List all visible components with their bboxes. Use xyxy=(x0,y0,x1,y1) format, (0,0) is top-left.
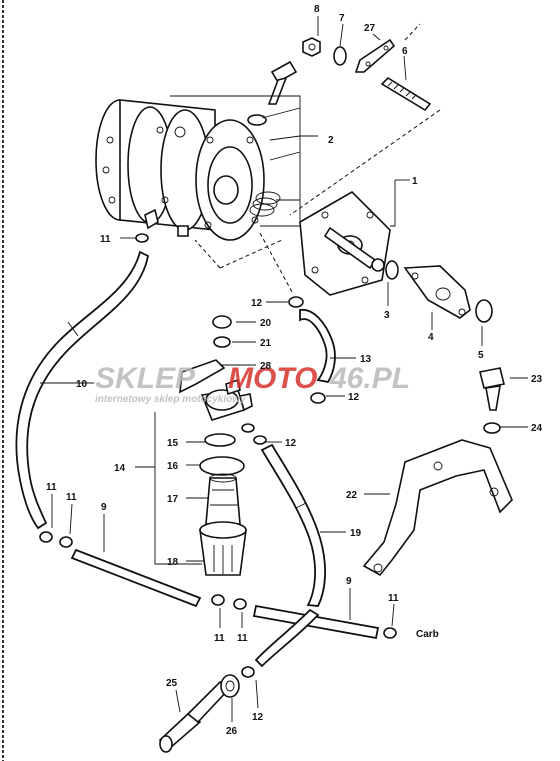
label-part-3: 3 xyxy=(384,310,390,321)
label-part-16: 16 xyxy=(167,461,179,472)
filter-element-17 xyxy=(205,473,241,525)
watermark-brand-right: 46.PL xyxy=(329,362,410,395)
fuel-pump-body xyxy=(95,99,281,241)
label-part-26: 26 xyxy=(226,726,238,737)
label-part-13: 13 xyxy=(360,354,372,365)
label-part-5: 5 xyxy=(478,350,484,361)
watermark-brand-mid: MOTO xyxy=(228,362,317,395)
label-part-11f: 11 xyxy=(388,593,399,604)
label-part-15: 15 xyxy=(167,438,179,449)
watermark-brand-left: SKLEP xyxy=(95,362,196,395)
fuel-hose-19 xyxy=(260,443,326,607)
o-ring-16 xyxy=(199,456,245,476)
label-part-28: 28 xyxy=(260,361,272,372)
label-part-12a: 12 xyxy=(251,298,263,309)
label-part-11d: 11 xyxy=(214,633,225,644)
label-part-12b: 12 xyxy=(348,392,360,403)
fuel-cock xyxy=(200,378,253,421)
bracket-28 xyxy=(179,359,226,394)
dash-6 xyxy=(404,23,421,41)
stud-bolt-6 xyxy=(380,76,432,112)
nut-26 xyxy=(220,674,240,698)
label-part-23: 23 xyxy=(531,374,543,385)
dash-stud xyxy=(289,109,441,216)
label-part-14: 14 xyxy=(114,463,126,474)
label-part-11a: 11 xyxy=(100,234,111,245)
fitting-25 xyxy=(158,680,230,753)
label-part-8: 8 xyxy=(314,4,320,15)
washer-7 xyxy=(333,46,347,66)
label-part-18: 18 xyxy=(167,557,179,568)
label-part-17: 17 xyxy=(167,494,179,505)
label-part-1: 1 xyxy=(412,176,418,187)
gasket-ring xyxy=(247,114,267,126)
label-part-2: 2 xyxy=(328,135,334,146)
label-part-9a: 9 xyxy=(101,502,107,513)
label-part-22: 22 xyxy=(346,490,358,501)
filter-cup-18 xyxy=(199,521,247,576)
label-part-9b: 9 xyxy=(346,576,352,587)
fuel-hose-9b xyxy=(252,604,380,640)
pump-spring xyxy=(249,191,281,217)
watermark: SKLEP MOTO 46.PL internetowy sklep motoc… xyxy=(95,362,410,405)
washer-24 xyxy=(483,422,501,434)
washer-21 xyxy=(213,336,231,348)
dash-clip xyxy=(259,232,293,293)
label-part-6: 6 xyxy=(402,46,408,57)
label-part-11e: 11 xyxy=(237,633,248,644)
label-part-27: 27 xyxy=(364,23,376,34)
label-part-12c: 12 xyxy=(285,438,297,449)
dash-body2 xyxy=(219,239,283,269)
watermark-tagline: internetowy sklep motocyklowy xyxy=(95,394,246,405)
label-part-21: 21 xyxy=(260,338,272,349)
bolt-23 xyxy=(479,367,505,411)
label-carb: Carb xyxy=(416,629,439,640)
pump-plug-bolt xyxy=(267,60,298,105)
label-part-24: 24 xyxy=(531,423,543,434)
fuel-hose-13 xyxy=(299,309,336,384)
label-part-11b: 11 xyxy=(46,482,57,493)
label-part-25: 25 xyxy=(166,678,178,689)
pump-cover xyxy=(299,191,391,296)
label-part-10: 10 xyxy=(76,379,88,390)
cover-plate-4 xyxy=(403,265,471,319)
nut-8 xyxy=(302,37,321,57)
label-part-19: 19 xyxy=(350,528,362,539)
o-ring-3 xyxy=(385,260,399,280)
label-part-4: 4 xyxy=(428,332,434,343)
bracket-27 xyxy=(354,38,396,73)
mounting-bracket-22 xyxy=(362,439,513,577)
dash-body xyxy=(194,239,221,269)
label-part-7: 7 xyxy=(339,13,345,24)
label-part-20: 20 xyxy=(260,318,272,329)
label-part-11c: 11 xyxy=(66,492,77,503)
label-part-12d: 12 xyxy=(252,712,264,723)
hose-clip xyxy=(39,233,397,678)
nut-20 xyxy=(212,315,232,329)
fuel-hose-short xyxy=(254,608,320,668)
gasket-15 xyxy=(204,433,236,447)
o-ring-5 xyxy=(475,299,493,323)
fuel-hose-10 xyxy=(15,250,150,530)
leader-lines xyxy=(40,16,528,722)
fuel-hose-9a xyxy=(70,548,202,608)
callout-labels: 8 7 27 6 2 1 3 4 5 11 12 20 21 28 13 12 … xyxy=(46,4,543,737)
